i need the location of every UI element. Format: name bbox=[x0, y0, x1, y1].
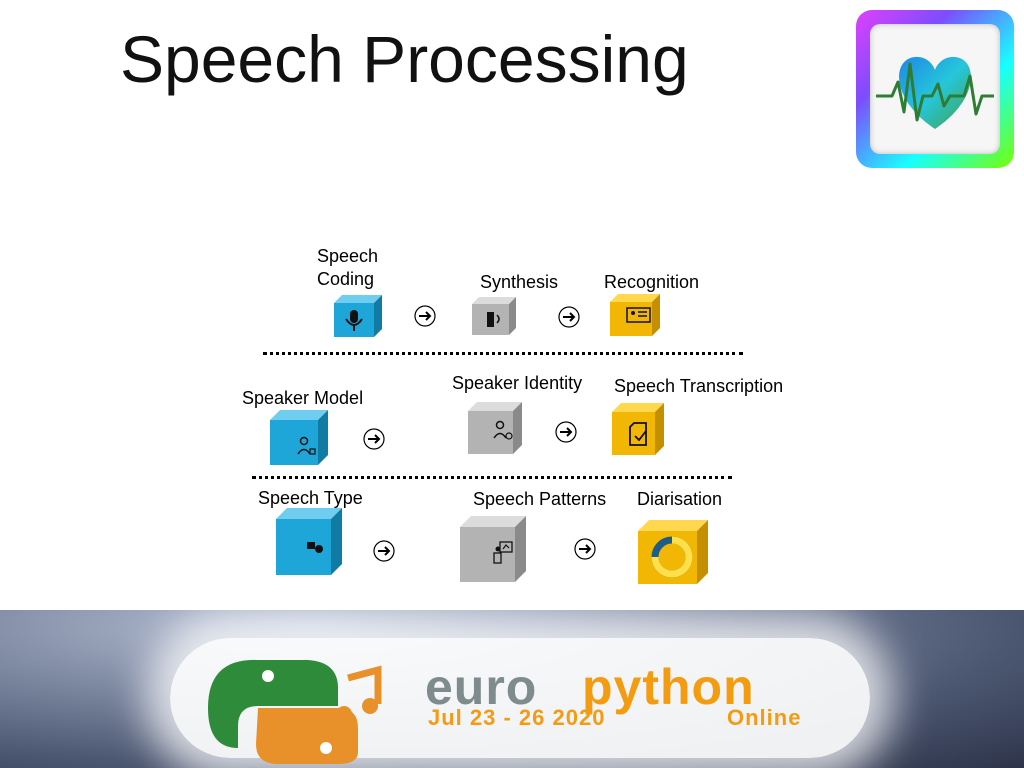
cube-speech-patterns bbox=[460, 516, 526, 582]
slide-title: Speech Processing bbox=[120, 26, 689, 92]
label-speech-coding-line1: Speech bbox=[317, 245, 378, 268]
heart-logo bbox=[856, 10, 1014, 168]
label-speaker-identity: Speaker Identity bbox=[452, 372, 582, 395]
cube-speech-type bbox=[276, 508, 342, 575]
cube-speech-transcription bbox=[612, 403, 664, 455]
label-speech-coding-line2: Coding bbox=[317, 268, 378, 291]
label-recognition: Recognition bbox=[604, 271, 699, 294]
label-speech-patterns: Speech Patterns bbox=[473, 488, 606, 511]
arrow-right-icon bbox=[558, 306, 580, 328]
heartbeat-heart-icon bbox=[870, 24, 1000, 154]
label-speech-type: Speech Type bbox=[258, 487, 363, 510]
event-mode: Online bbox=[727, 707, 801, 729]
label-synthesis: Synthesis bbox=[480, 271, 558, 294]
label-diarisation: Diarisation bbox=[637, 488, 722, 511]
label-speech-transcription: Speech Transcription bbox=[614, 375, 783, 398]
separator-dotted bbox=[263, 352, 743, 355]
arrow-right-icon bbox=[414, 305, 436, 327]
label-speaker-model: Speaker Model bbox=[242, 387, 363, 410]
cube-speaker-model bbox=[270, 410, 328, 465]
cube-speaker-identity bbox=[468, 402, 522, 454]
cube-speech-coding bbox=[334, 295, 382, 337]
event-dates: Jul 23 - 26 2020 bbox=[428, 707, 605, 729]
europython-logo-icon bbox=[198, 648, 398, 764]
arrow-right-icon bbox=[363, 428, 385, 450]
cube-diarisation bbox=[638, 520, 708, 584]
separator-dotted bbox=[252, 476, 732, 479]
arrow-right-icon bbox=[555, 421, 577, 443]
arrow-right-icon bbox=[373, 540, 395, 562]
cube-recognition bbox=[610, 294, 660, 336]
label-speech-coding: Speech Coding bbox=[317, 245, 378, 292]
cube-synthesis bbox=[472, 297, 516, 335]
europython-banner: euro python Jul 23 - 26 2020 Online bbox=[0, 610, 1024, 768]
arrow-right-icon bbox=[574, 538, 596, 560]
